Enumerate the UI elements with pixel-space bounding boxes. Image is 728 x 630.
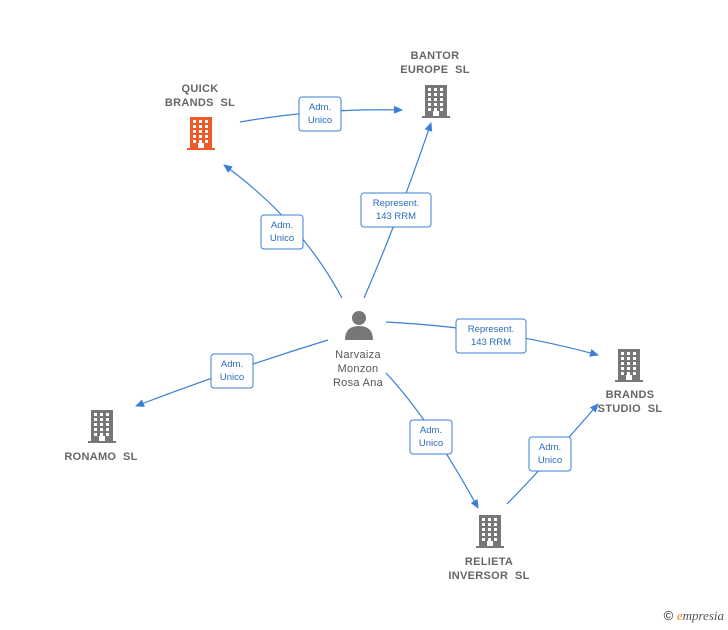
node-bantor[interactable]: BANTOR EUROPE SL — [400, 50, 470, 118]
edge-label-text: Unico — [419, 438, 443, 449]
edge-label-text: Adm. — [539, 442, 561, 453]
edge-label-text: Adm. — [309, 102, 331, 113]
node-label: BANTOR — [411, 50, 460, 62]
nodes-layer: QUICK BRANDS SL BANTOR EUROPE SL NarvaizaMon… — [64, 50, 662, 582]
edge-label-e5: Adm. Unico — [210, 353, 254, 389]
edge-label-text: Adm. — [420, 425, 442, 436]
building-icon — [187, 117, 215, 150]
edge-label-text: Unico — [308, 115, 332, 126]
node-label: STUDIO SL — [598, 403, 663, 415]
edge-label-e6: Adm. Unico — [409, 419, 453, 455]
edge-label-box — [298, 96, 342, 132]
building-icon — [88, 410, 116, 443]
node-label: Monzon — [338, 363, 379, 375]
edge-label-text: Unico — [538, 455, 562, 466]
node-label: RELIETA — [465, 556, 513, 568]
node-label: Narvaiza — [335, 349, 381, 361]
edge-label-e7: Adm. Unico — [528, 436, 572, 472]
edge-label-text: 143 RRM — [471, 337, 511, 348]
edge-label-box — [409, 419, 453, 455]
watermark: © empresia — [664, 608, 724, 624]
edge-label-text: Unico — [270, 233, 294, 244]
edge-label-box — [360, 192, 432, 228]
edge-label-text: Adm. — [221, 359, 243, 370]
node-label: INVERSOR SL — [448, 570, 529, 582]
building-icon — [422, 85, 450, 118]
node-brands[interactable]: BRANDS STUDIO SL — [598, 349, 663, 415]
edge-label-box — [210, 353, 254, 389]
copyright-symbol: © — [663, 608, 674, 623]
edge-label-text: Adm. — [271, 220, 293, 231]
node-label: BRANDS SL — [165, 97, 235, 109]
edge-label-text: Unico — [220, 372, 244, 383]
edge-label-e1: Adm. Unico — [298, 96, 342, 132]
node-label: QUICK — [182, 83, 219, 95]
person-icon — [345, 311, 373, 340]
edge-label-e2: Adm. Unico — [260, 214, 304, 250]
edge-label-text: 143 RRM — [376, 211, 416, 222]
brand-initial: e — [676, 608, 683, 623]
building-icon — [615, 349, 643, 382]
node-ronamo[interactable]: RONAMO SL — [64, 410, 137, 463]
brand-rest: mpresia — [682, 608, 724, 623]
edge-label-text: Represent. — [468, 324, 514, 335]
building-icon — [476, 515, 504, 548]
edge-label-box — [455, 318, 527, 354]
edge-label-box — [260, 214, 304, 250]
edge-label-box — [528, 436, 572, 472]
edge-label-e4: Represent. 143 RRM — [455, 318, 527, 354]
node-label: RONAMO SL — [64, 451, 137, 463]
edge-label-text: Represent. — [373, 198, 419, 209]
node-relieta[interactable]: RELIETA INVERSOR SL — [448, 515, 529, 582]
node-quick[interactable]: QUICK BRANDS SL — [165, 83, 235, 150]
node-label: Rosa Ana — [333, 377, 384, 389]
node-label: EUROPE SL — [400, 64, 470, 76]
edge-label-e3: Represent. 143 RRM — [360, 192, 432, 228]
node-label: BRANDS — [606, 389, 655, 401]
